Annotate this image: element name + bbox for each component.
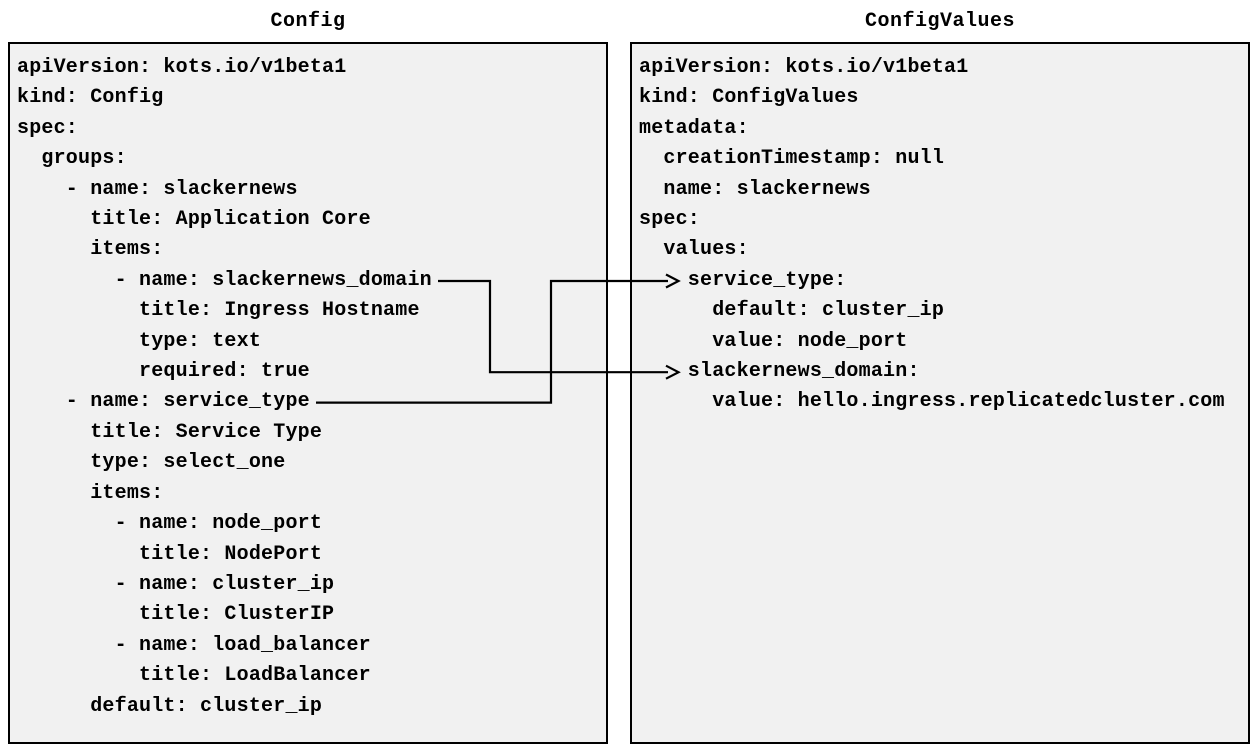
code-line: spec: (17, 116, 79, 140)
code-line: title: LoadBalancer (17, 664, 371, 688)
configvalues-panel: apiVersion: kots.io/v1beta1 kind: ConfigV… (630, 42, 1250, 744)
config-panel-title: Config (270, 10, 346, 33)
configvalues-yaml-code: apiVersion: kots.io/v1beta1 kind: ConfigV… (632, 44, 1248, 418)
code-line: required: true (17, 360, 310, 384)
code-line: metadata: (639, 116, 749, 140)
code-line: creationTimestamp: null (639, 147, 945, 171)
code-line: - name: slackernews (17, 177, 298, 201)
code-line: - name: node_port (17, 512, 323, 536)
code-line: service_type: (639, 268, 847, 292)
code-line: default: cluster_ip (639, 299, 945, 323)
code-line: apiVersion: kots.io/v1beta1 (639, 56, 969, 79)
code-line: spec: (639, 208, 701, 232)
config-panel: apiVersion: kots.io/v1beta1 kind: Config s… (8, 42, 608, 744)
code-line: title: Application Core (17, 208, 371, 232)
code-line: name: slackernews (639, 177, 871, 201)
code-line: items: (17, 238, 164, 262)
code-line: kind: ConfigValues (639, 86, 859, 110)
code-line: - name: load_balancer (17, 633, 371, 657)
code-line: slackernews_domain: (639, 360, 920, 384)
code-line: title: Ingress Hostname (17, 299, 420, 323)
code-line: kind: Config (17, 86, 164, 110)
code-line: values: (639, 238, 749, 262)
code-line: groups: (17, 147, 127, 171)
configvalues-panel-title: ConfigValues (864, 10, 1016, 33)
code-line: - name: cluster_ip (17, 572, 335, 596)
code-line: value: node_port (639, 329, 908, 353)
code-line: value: hello.ingress.replicatedcluster.c… (639, 390, 1225, 414)
code-line: apiVersion: kots.io/v1beta1 (17, 56, 347, 79)
code-line: items: (17, 481, 164, 505)
config-yaml-code: apiVersion: kots.io/v1beta1 kind: Config s… (10, 44, 606, 722)
code-line: - name: slackernews_domain (17, 268, 432, 292)
code-line: default: cluster_ip (17, 694, 323, 718)
code-line: type: select_one (17, 451, 286, 475)
code-line: type: text (17, 329, 262, 353)
code-line: - name: service_type (17, 390, 310, 414)
code-line: title: NodePort (17, 542, 323, 566)
code-line: title: Service Type (17, 420, 323, 444)
code-line: title: ClusterIP (17, 603, 335, 627)
